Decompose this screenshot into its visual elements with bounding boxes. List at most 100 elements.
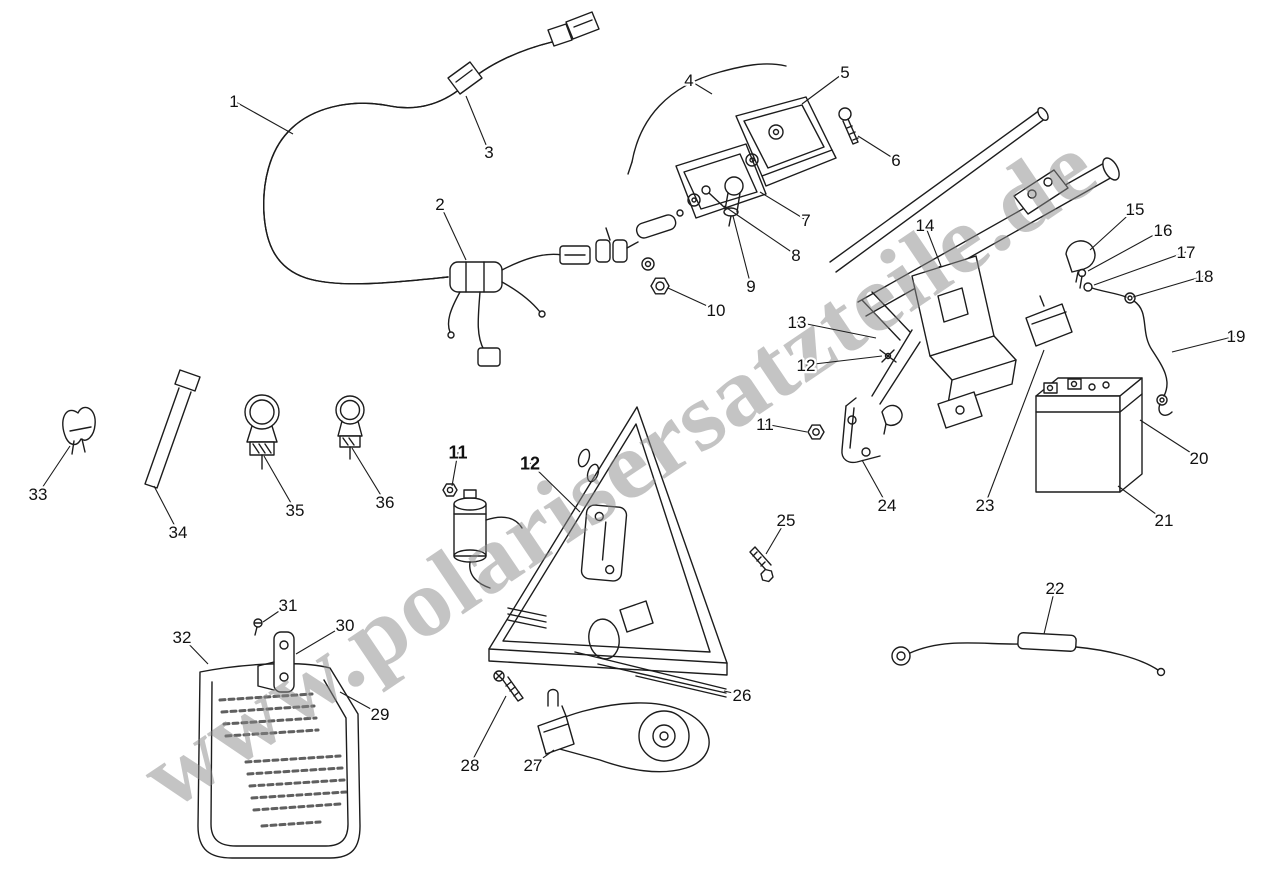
callout-12-11: 12 [797,356,816,375]
callout-7-6: 7 [801,211,810,230]
callout-9-8: 9 [746,277,755,296]
fasteners-and-clamps [62,369,365,489]
callout-30-29: 30 [336,616,355,635]
regulator-plate-12 [580,504,628,582]
callout-3-2: 3 [484,143,493,162]
screw-31 [253,618,263,636]
mount-bracket [841,397,903,464]
bolt-8 [701,185,725,208]
clamp-36 [335,395,365,460]
callout-27-26: 27 [524,756,543,775]
callout-36-35: 36 [376,493,395,512]
leader-line-22-21 [1043,587,1056,635]
flap-texture [218,692,348,828]
callout-13-12: 13 [788,313,807,332]
leader-line-24-23 [861,459,888,506]
leader-line-12-11 [805,355,883,366]
leader-line-26-25 [723,690,743,696]
battery-box-bracket [871,255,1017,429]
leader-line-11-36 [451,451,459,487]
harness-connector-2 [449,261,503,293]
screw-6 [838,107,859,145]
leader-line-34-33 [153,485,179,533]
lower-frame-casting [493,651,727,773]
callout-18-17: 18 [1195,267,1214,286]
callout-2-1: 2 [435,195,444,214]
leader-line-9-8 [732,215,752,287]
leader-line-12-37 [529,462,581,513]
leader-line-32-31 [181,636,209,665]
callout-33-32: 33 [29,485,48,504]
electrical-panel [488,406,728,676]
leader-line-33-32 [37,445,71,495]
nut-10 [641,257,670,295]
callout-24-23: 24 [878,496,897,515]
taillight-assembly [627,63,859,295]
callout-25-24: 25 [777,511,796,530]
leader-line-8-7 [723,205,797,256]
battery-terminal [1067,378,1082,390]
leader-line-5-4 [801,71,846,105]
leader-line-3-2 [465,95,490,153]
callout-32-31: 32 [173,628,192,647]
callout-20-19: 20 [1190,449,1209,468]
callout-21-20: 21 [1155,511,1174,530]
leader-line-36-35 [351,447,386,503]
leader-line-14-13 [924,224,942,267]
callout-4-3: 4 [684,71,693,90]
leader-line-18-17 [1132,275,1205,298]
bulb-socket-9 [723,176,744,227]
callout-12-37: 12 [520,453,540,473]
callout-35-34: 35 [286,501,305,520]
push-clip-33 [62,406,96,455]
clamp-35 [244,394,280,470]
leader-line-11-10 [764,423,808,433]
harness-connector [477,347,501,367]
leader-line-7-6 [759,191,807,221]
callout-31-30: 31 [279,596,298,615]
bracket-27 [537,688,575,755]
leader-line-28-27 [469,695,507,766]
leader-line-16-15 [1087,229,1164,272]
callout-17-16: 17 [1177,243,1196,262]
leader-line-25-24 [765,519,787,555]
main-wiring-harness [263,11,684,367]
leader-line-2-1 [439,203,467,261]
bullet-connector [612,239,628,263]
callout-15-14: 15 [1126,200,1145,219]
mud-flap [197,618,361,859]
bullet-connector [595,239,611,263]
screw-28 [493,670,524,702]
callout-34-33: 34 [169,523,188,542]
rear-frame-tubes [829,107,1120,363]
leader-line-29-28 [339,691,381,715]
callout-19-18: 19 [1227,327,1246,346]
leader-line-21-20 [1117,485,1165,521]
callout-22-21: 22 [1046,579,1065,598]
hex-nut-11 [807,424,825,440]
harness-connector-3 [447,61,483,95]
callout-10-9: 10 [707,301,726,320]
callout-5-4: 5 [840,63,849,82]
leader-line-20-19 [1139,419,1200,459]
battery-cables [1065,240,1173,416]
ignition-coil [442,483,523,589]
leader-line-13-12 [796,321,877,339]
harness-plug [565,11,600,40]
battery [1035,377,1143,493]
leader-line-17-16 [1093,251,1187,286]
leader-line-4-3 [688,79,713,95]
callout-11-10: 11 [756,415,774,434]
leader-line-35-34 [263,455,296,511]
callout-1-0: 1 [229,92,238,111]
callout-11-36: 11 [448,442,467,462]
starter-cable-22 [891,632,1166,677]
callout-16-15: 16 [1154,221,1173,240]
harness-plug [547,23,573,47]
leader-line-15-14 [1089,208,1136,251]
battery-hold-down [1025,295,1073,347]
long-bolt-34 [144,369,201,489]
